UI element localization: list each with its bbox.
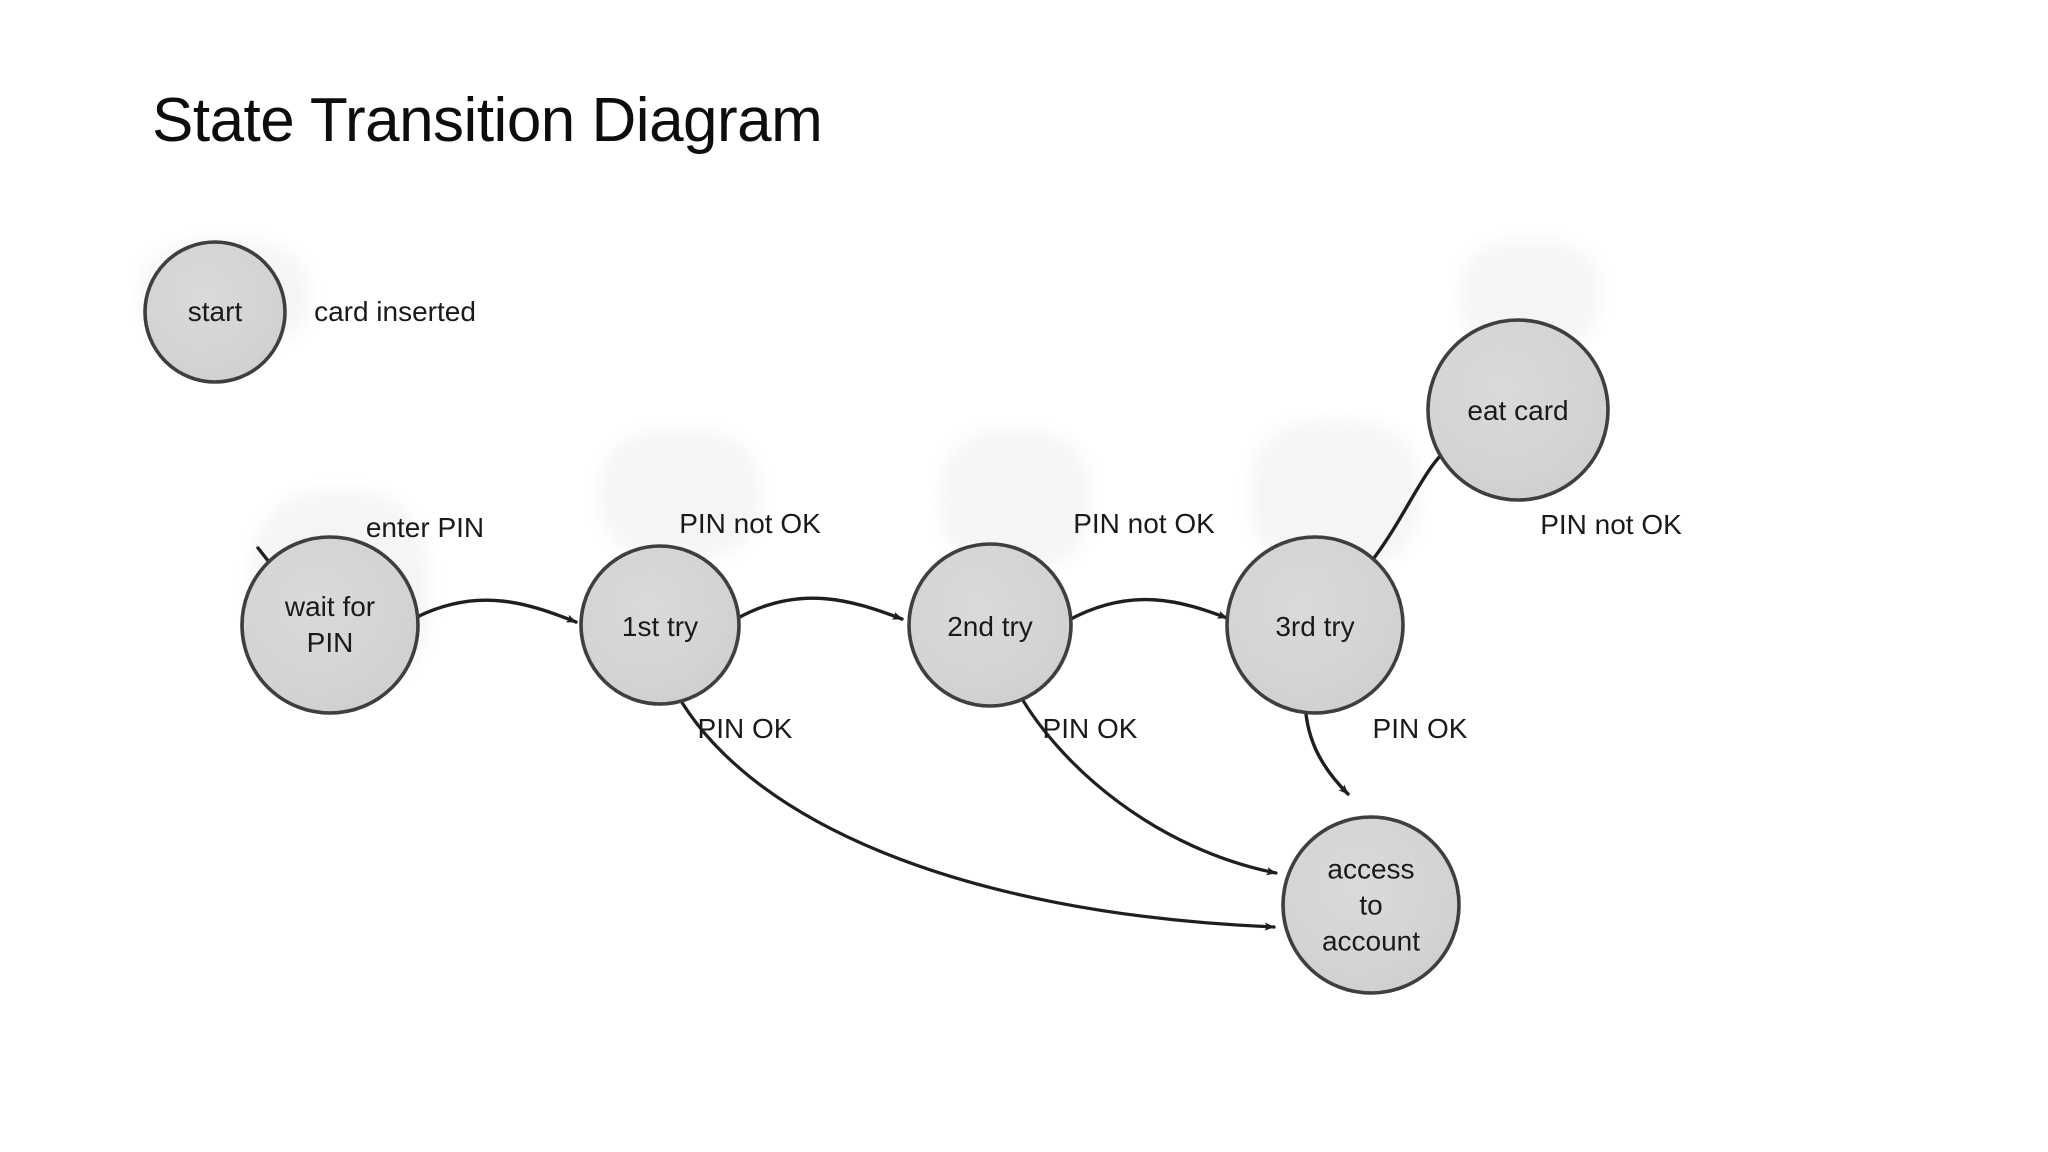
diagram-svg — [143, 240, 1610, 995]
state-node-second-try — [907, 542, 1073, 708]
state-node-third-try — [1225, 535, 1405, 715]
edge-second-to-third — [1067, 597, 1229, 622]
edge-first-to-second — [736, 596, 904, 621]
state-node-wait-for-pin — [240, 535, 420, 715]
state-node-start — [143, 240, 287, 384]
state-transition-diagram-figure: start wait for PIN 1st try 2nd try 3rd t… — [0, 180, 2048, 1080]
state-node-first-try — [579, 544, 741, 706]
page-title: State Transition Diagram — [152, 86, 823, 155]
edge-wait-to-first — [415, 598, 578, 624]
state-node-eat-card — [1426, 318, 1610, 502]
state-node-access-account — [1281, 815, 1461, 995]
edge-second-to-access — [1012, 683, 1278, 876]
edge-first-to-access — [669, 681, 1276, 931]
